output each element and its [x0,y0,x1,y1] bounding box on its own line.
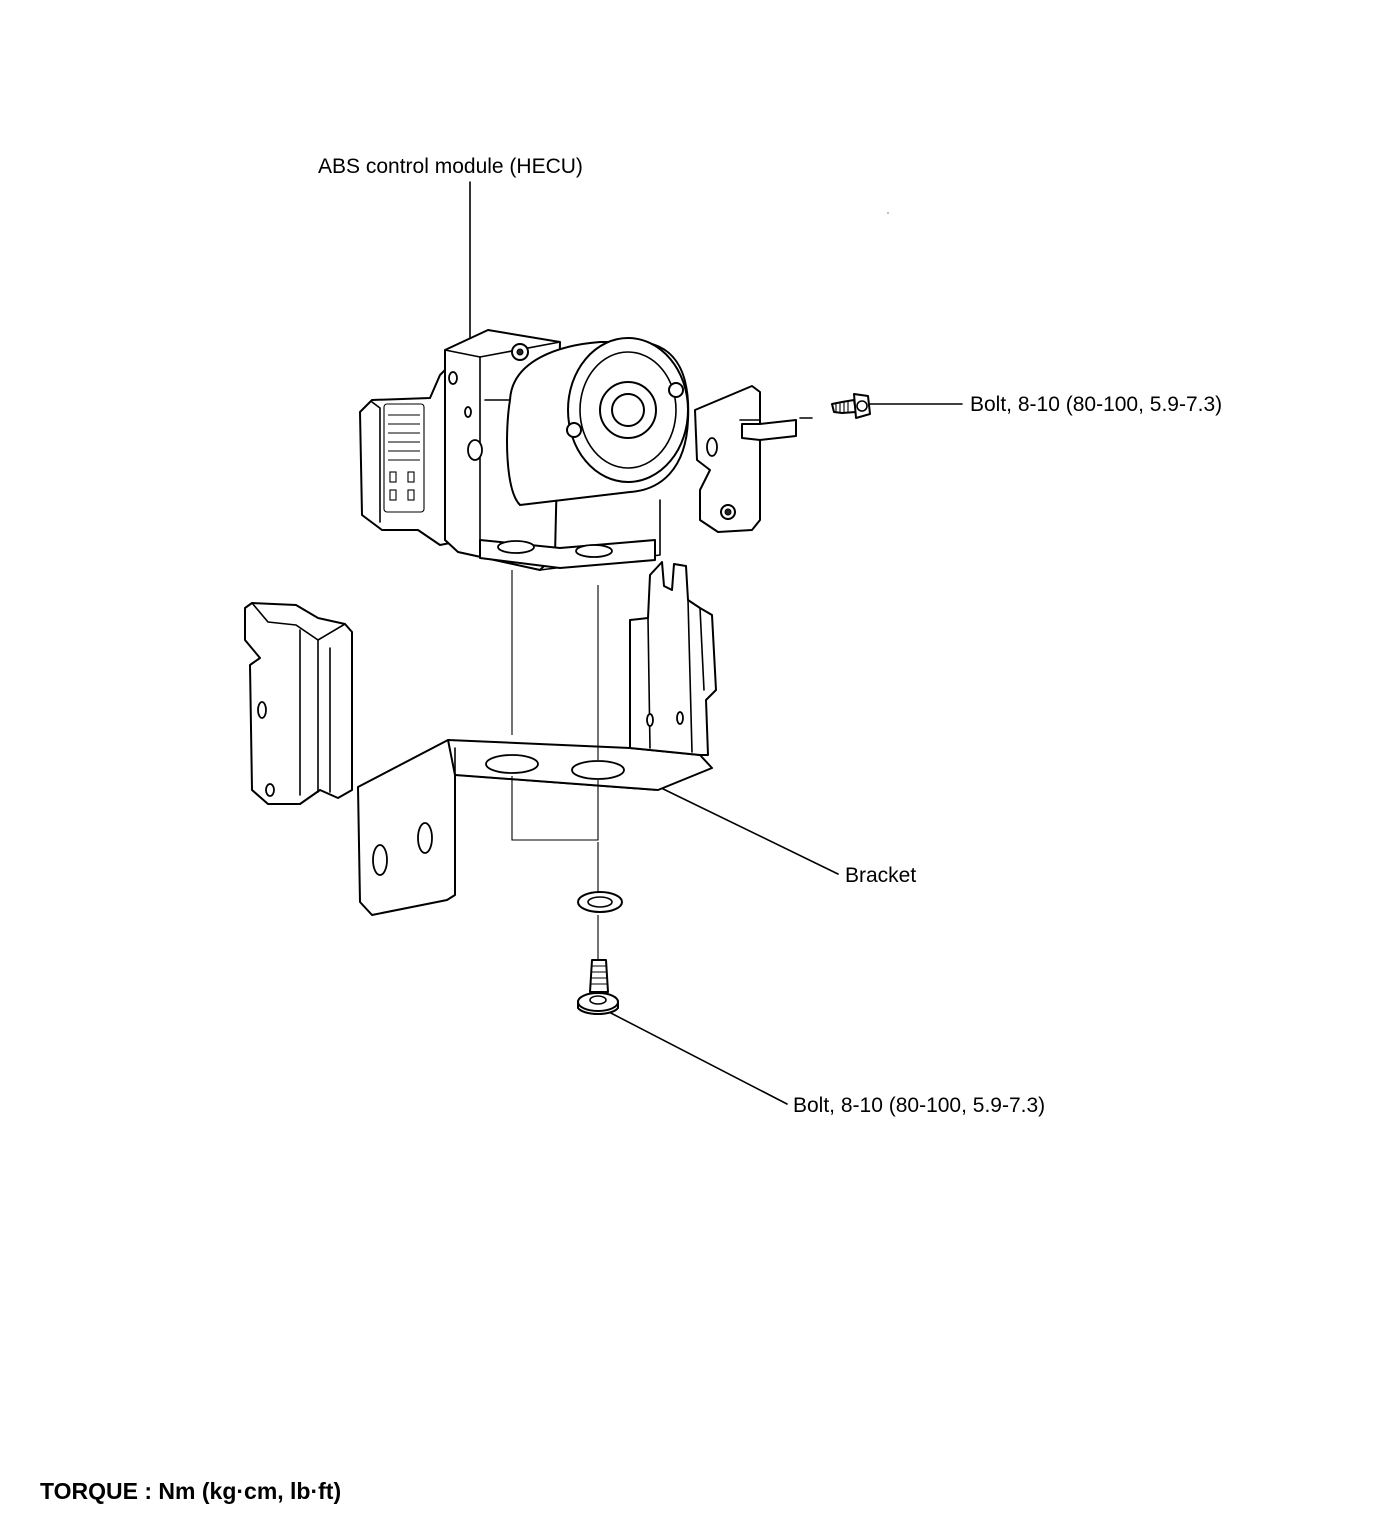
bolt-bottom [577,959,619,1015]
abs-control-module [359,329,761,571]
washer [577,891,623,913]
bolt-top [741,393,871,441]
leader-line-bracket [654,784,839,875]
bracket [357,561,717,916]
stray-mark [887,212,889,214]
abs-module-label: ABS control module (HECU) [318,155,583,178]
alignment-lines [511,570,599,962]
torque-units-note: TORQUE : Nm (kg·cm, lb·ft) [40,1478,342,1504]
leader-lines [469,181,963,1105]
bracket-label: Bracket [845,864,917,887]
bracket-left-flange [244,602,353,805]
leader-line-bolt-bottom [604,1009,788,1105]
connector-pins [388,414,420,501]
bolt-bottom-label: Bolt, 8-10 (80-100, 5.9-7.3) [793,1094,1046,1117]
bolt-top-label: Bolt, 8-10 (80-100, 5.9-7.3) [970,393,1223,416]
